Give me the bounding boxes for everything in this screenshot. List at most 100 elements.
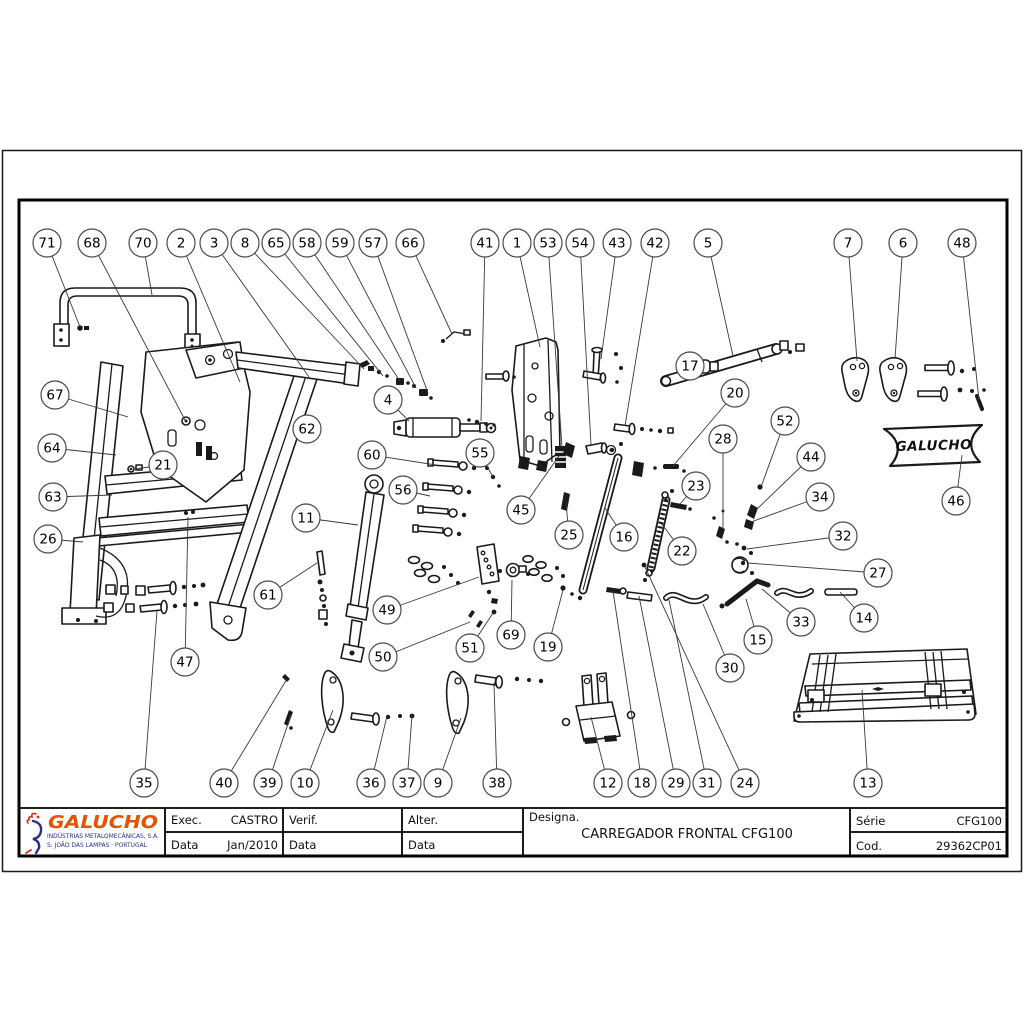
- brand-name: GALUCHO: [48, 813, 158, 833]
- part-balloon-30: [715, 653, 745, 683]
- part-balloon-14: [849, 603, 879, 633]
- mount-plate: [485, 337, 561, 472]
- part-number-18: 18: [633, 776, 650, 792]
- part-balloon-34: [805, 482, 835, 512]
- leader-line-71: [46, 242, 81, 328]
- part-balloon-50: [368, 642, 398, 672]
- part-number-71: 71: [38, 236, 55, 252]
- bolt-42: [613, 422, 674, 436]
- part-number-41: 41: [476, 236, 493, 252]
- leader-line-47: [184, 516, 189, 663]
- leader-line-38: [493, 682, 498, 784]
- bolt-rows-left: [103, 580, 206, 615]
- outer-border: [1, 149, 1023, 873]
- small-pins-mid: [468, 442, 575, 628]
- part-number-10: 10: [296, 776, 313, 792]
- part-balloon-23: [681, 471, 711, 501]
- cod-label: Cod.: [856, 839, 882, 853]
- part-number-44: 44: [802, 450, 819, 466]
- part-balloon-2: [166, 228, 196, 258]
- linkage-small-parts: [606, 562, 858, 605]
- leader-line-40: [223, 678, 288, 784]
- part-number-11: 11: [297, 511, 314, 527]
- part-balloon-52: [770, 406, 800, 436]
- part-balloon-11: [291, 503, 321, 533]
- part-balloon-19: [533, 632, 563, 662]
- serie-value: CFG100: [956, 814, 1002, 828]
- part-number-27: 27: [869, 566, 886, 582]
- part-balloon-46: [941, 486, 971, 516]
- brand-subline-1: INDÚSTRIAS METALOMECÂNICAS, S.A.: [47, 831, 159, 840]
- part-number-58: 58: [298, 236, 315, 252]
- part-balloon-32: [828, 521, 858, 551]
- part-balloon-13: [853, 768, 883, 798]
- part-number-6: 6: [899, 236, 908, 252]
- leader-line-13: [861, 689, 869, 784]
- designa-label: Designa.: [529, 810, 579, 824]
- part-number-40: 40: [215, 776, 232, 792]
- part-balloon-49: [372, 595, 402, 625]
- leader-line-35: [143, 610, 158, 784]
- part-number-5: 5: [704, 236, 713, 252]
- designa-value: CARREGADOR FRONTAL CFG100: [581, 827, 793, 842]
- part-balloon-42: [640, 228, 670, 258]
- part-number-16: 16: [615, 530, 632, 546]
- leader-line-57: [372, 242, 429, 394]
- rooster-logo-icon: [25, 812, 43, 855]
- brand-banner: GALUCHO: [882, 423, 984, 468]
- part-number-63: 63: [44, 490, 61, 506]
- part-number-55: 55: [471, 446, 488, 462]
- part-number-48: 48: [953, 236, 970, 252]
- part-balloon-8: [230, 228, 260, 258]
- bolts-43: [582, 346, 623, 384]
- part-number-17: 17: [681, 359, 698, 375]
- part-number-42: 42: [646, 236, 663, 252]
- part-number-22: 22: [673, 544, 690, 560]
- alter-data-label: Data: [408, 838, 435, 852]
- part-number-7: 7: [844, 236, 853, 252]
- part-balloon-17: [675, 351, 705, 381]
- leader-line-49: [386, 576, 480, 611]
- leader-line-18: [612, 590, 643, 784]
- part-balloon-53: [533, 228, 563, 258]
- leader-line-53: [547, 242, 563, 448]
- part-number-31: 31: [698, 776, 715, 792]
- part-number-68: 68: [83, 236, 100, 252]
- part-number-45: 45: [512, 503, 529, 519]
- swivel-part: [498, 562, 530, 578]
- ball-knob: [731, 556, 749, 574]
- part-number-38: 38: [488, 776, 505, 792]
- part-number-47: 47: [176, 655, 193, 671]
- part-balloon-58: [292, 228, 322, 258]
- part-number-34: 34: [811, 490, 828, 506]
- part-balloon-47: [170, 647, 200, 677]
- part-balloon-3: [199, 228, 229, 258]
- part-balloon-40: [209, 768, 239, 798]
- part-number-37: 37: [398, 776, 415, 792]
- part-balloon-35: [129, 768, 159, 798]
- part-number-69: 69: [502, 628, 519, 644]
- fasteners-bottom: [282, 674, 544, 730]
- banner-text: GALUCHO: [895, 437, 972, 455]
- leader-line-59: [339, 242, 417, 389]
- leader-line-54: [579, 242, 592, 446]
- boom-beam: [235, 351, 361, 387]
- exec-data-label: Data: [171, 838, 198, 852]
- grab-bar: [53, 287, 201, 351]
- brand-subline-2: S. JOÃO DAS LAMPAS · PORTUGAL: [47, 840, 147, 849]
- hatched-rod: [643, 489, 674, 582]
- part-number-4: 4: [384, 393, 393, 409]
- part-balloon-56: [388, 475, 418, 505]
- part-balloon-15: [743, 625, 773, 655]
- leader-line-1: [516, 242, 541, 348]
- part-balloon-38: [482, 768, 512, 798]
- bent-rod: [719, 571, 771, 609]
- leader-line-41: [480, 242, 486, 422]
- leader-line-27: [747, 562, 879, 574]
- part-number-43: 43: [608, 236, 625, 252]
- exec-value: CASTRO: [231, 813, 278, 827]
- part-balloon-25: [554, 520, 584, 550]
- part-number-36: 36: [362, 776, 379, 792]
- part-number-50: 50: [374, 650, 391, 666]
